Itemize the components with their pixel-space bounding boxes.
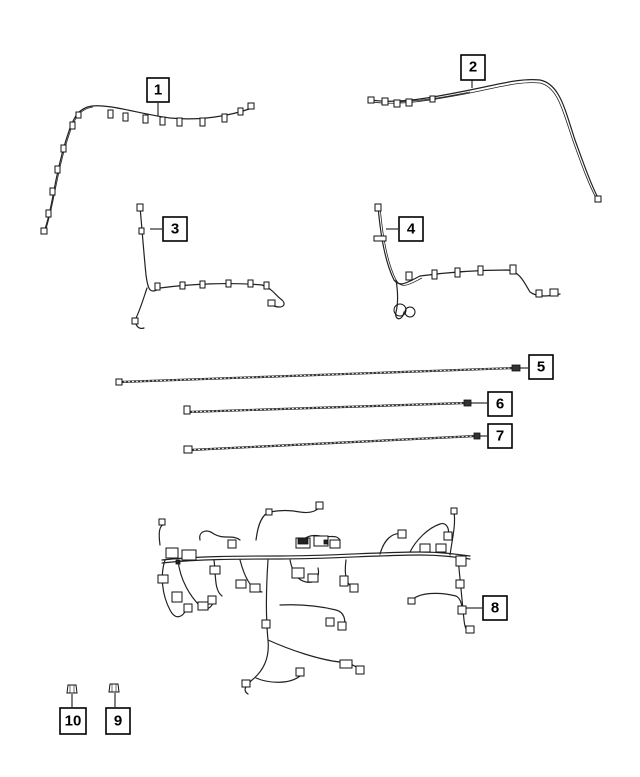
callout-5-label: 5 (537, 359, 545, 376)
callout-4-label: 4 (407, 221, 416, 238)
callout-7[interactable]: 7 (487, 423, 513, 449)
callout-6[interactable]: 6 (487, 391, 513, 417)
callout-6-label: 6 (496, 396, 504, 413)
callout-9[interactable]: 9 (105, 707, 131, 735)
part-9-clip[interactable] (108, 683, 120, 693)
callout-7-label: 7 (496, 428, 504, 445)
part-2-wiring-harness[interactable] (367, 79, 602, 203)
callout-5[interactable]: 5 (528, 354, 554, 380)
part-6-cable[interactable] (183, 399, 472, 415)
part-5-cable[interactable] (115, 364, 521, 386)
callout-3-label: 3 (171, 221, 179, 238)
callout-9-label: 9 (114, 713, 122, 730)
callout-3[interactable]: 3 (162, 216, 188, 242)
callout-8-label: 8 (491, 600, 499, 617)
callout-2[interactable]: 2 (460, 54, 486, 81)
part-10-clip[interactable] (66, 684, 78, 694)
callout-2-label: 2 (469, 59, 477, 76)
callout-10[interactable]: 10 (59, 707, 87, 735)
part-7-cable[interactable] (183, 432, 481, 454)
part-8-instrument-panel-harness[interactable] (157, 501, 475, 695)
callout-4[interactable]: 4 (398, 216, 424, 242)
callout-1[interactable]: 1 (146, 77, 170, 103)
callout-1-label: 1 (154, 82, 162, 99)
part-1-wiring-harness[interactable] (40, 102, 255, 235)
callout-8[interactable]: 8 (482, 595, 508, 621)
callout-10-label: 10 (65, 713, 82, 730)
part-4-wiring-harness[interactable] (373, 203, 561, 320)
part-3-wiring-harness[interactable] (131, 203, 285, 329)
